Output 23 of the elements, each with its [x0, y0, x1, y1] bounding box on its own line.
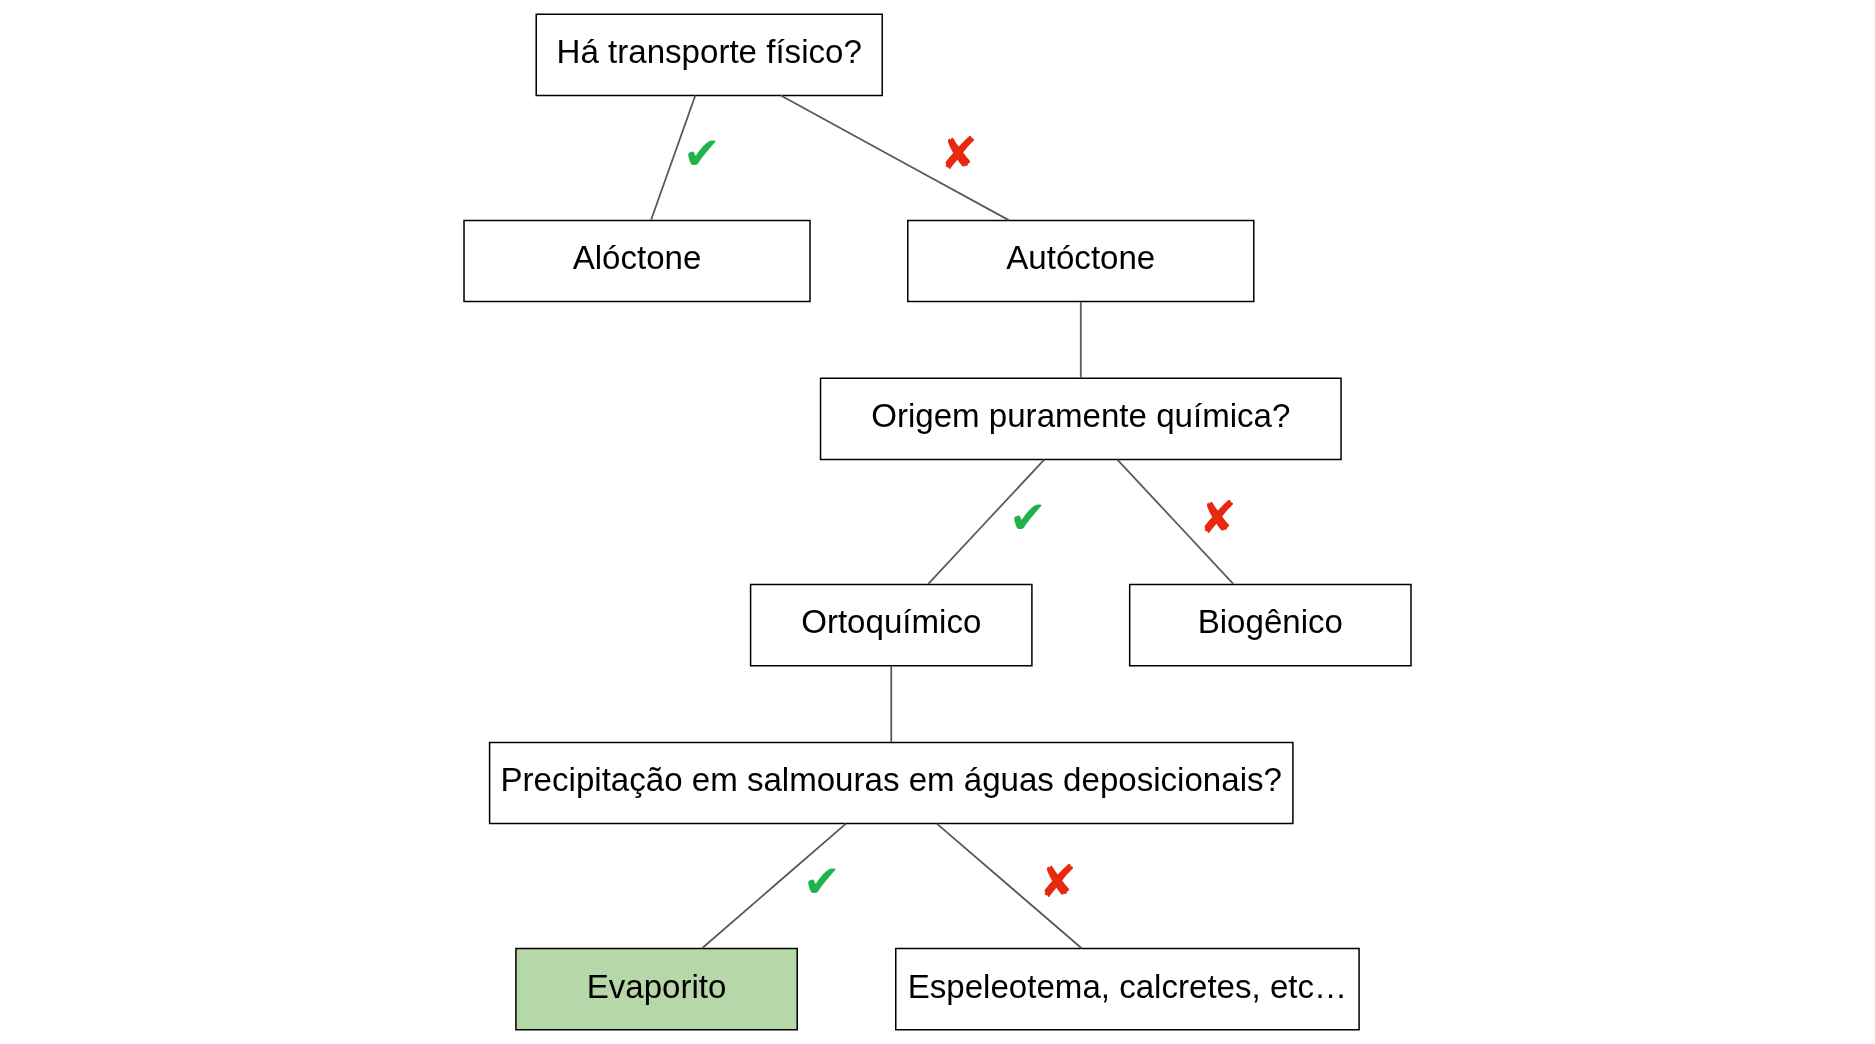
edge-label: ✘ [1039, 856, 1078, 908]
edge-label: ✘ [1198, 492, 1237, 544]
node-box: Precipitação em salmouras em águas deposicionais? [488, 741, 1294, 825]
connector [935, 822, 1083, 950]
node-box: Autóctone [907, 219, 1255, 303]
connector [1079, 301, 1082, 379]
edge-label: ✘ [939, 128, 978, 180]
connector [1116, 458, 1235, 585]
node-box: Biogênico [1128, 583, 1412, 667]
node-box: Origem puramente química? [819, 377, 1342, 461]
node-box: Ortoquímico [749, 583, 1033, 667]
node-box: Evaporito [515, 947, 798, 1031]
connector [701, 822, 847, 950]
connector [927, 458, 1046, 585]
edge-label: ✔ [803, 856, 842, 908]
edge-label: ✔ [1009, 492, 1048, 544]
node-box: Espeleotema, calcretes, etc… [895, 947, 1360, 1031]
connector [779, 94, 1010, 221]
connector [650, 94, 697, 221]
node-box: Alóctone [463, 219, 811, 303]
edge-label: ✔ [682, 128, 721, 180]
node-box: Há transporte físico? [535, 13, 883, 97]
connector [890, 665, 893, 743]
